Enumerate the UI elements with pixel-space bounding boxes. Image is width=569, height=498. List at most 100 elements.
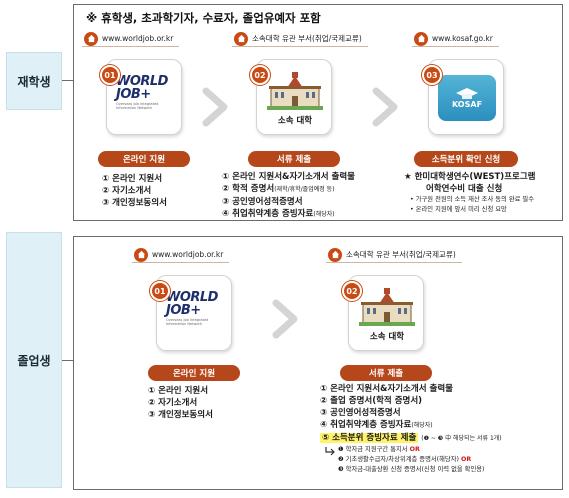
step-number: 03 bbox=[422, 65, 442, 85]
logo-line1: WORLD bbox=[166, 290, 218, 305]
sub-text: ❸ 학자금-대출상환 신청 증명서(신청 이력 없을 확인용) bbox=[338, 466, 485, 473]
doc-item: ③ 공인영어성적증명서 bbox=[222, 196, 355, 208]
doc-text: ③ 공인영어성적증명서 bbox=[222, 197, 303, 207]
step-pill-online-apply: 온라인 지원 bbox=[148, 365, 240, 381]
doc-note: (해당자) bbox=[313, 211, 335, 218]
logo-tagline: Overseas Job Integrated Information Netw… bbox=[166, 318, 209, 326]
home-icon bbox=[84, 31, 98, 46]
star-text: 어학연수비 대출 신청 bbox=[426, 184, 503, 194]
required-docs-list: ① 온라인 지원서 ② 자기소개서 ③ 개인정보동의서 bbox=[148, 385, 213, 421]
arrow-return-icon bbox=[325, 447, 335, 456]
dept-text: 소속대학 유관 부서(취업/국제교류) bbox=[252, 34, 362, 43]
doc-item: ④ 취업취약계층 증빙자료(해당자) bbox=[320, 419, 502, 432]
doc-text: ④ 취업취약계층 증빙자료 bbox=[320, 420, 412, 430]
doc-item: ① 온라인 지원서 bbox=[102, 174, 163, 184]
university-building-icon bbox=[267, 72, 323, 110]
worldjob-logo: WORLD JOB+ Overseas Job Integrated Infor… bbox=[166, 290, 226, 340]
sub-item: ❸ 학자금-대출상환 신청 증명서(신청 이력 없을 확인용) bbox=[320, 465, 502, 475]
or-label: OR bbox=[460, 456, 472, 463]
highlight-item: ⑤ 소득분위 증빙자료 제출 (❶ ~ ❸ 中 해당되는 서류 1개) bbox=[320, 432, 502, 445]
or-label: OR bbox=[409, 446, 420, 453]
chevron-right-icon bbox=[272, 299, 298, 339]
submit-docs-list: ① 온라인 지원서&자기소개서 출력물 ② 학적 증명서(재학/휴학/졸업예정 … bbox=[222, 171, 355, 221]
chevron-right-icon bbox=[372, 87, 398, 127]
doc-text: ① 온라인 지원서&자기소개서 출력물 bbox=[320, 384, 453, 394]
highlight-text: ⑤ 소득분위 증빙자료 제출 bbox=[320, 433, 419, 443]
step-pill-income-check: 소득분위 확인 신청 bbox=[414, 151, 518, 167]
university-building-icon bbox=[359, 288, 415, 326]
side-label-enrolled: 재학생 bbox=[6, 52, 62, 110]
income-info: ★ 한미대학생연수(WEST)프로그램 어학연수비 대출 신청 • 가구원 전원… bbox=[404, 171, 535, 215]
kosaf-logo: KOSAF bbox=[438, 75, 496, 121]
sub-text: ❶ 학자금 지원구간 통지서 bbox=[338, 446, 408, 453]
dept-label: 소속대학 유관 부서(취업/국제교류) bbox=[326, 247, 462, 263]
dept-label: 소속대학 유관 부서(취업/국제교류) bbox=[232, 31, 368, 47]
doc-item: ① 온라인 지원서 bbox=[148, 386, 209, 396]
university-label: 소속 대학 bbox=[277, 116, 313, 126]
site-link-worldjob[interactable]: www.worldjob.or.kr bbox=[82, 31, 180, 47]
connector-line bbox=[62, 360, 73, 361]
doc-text: ③ 공인영어성적증명서 bbox=[320, 408, 401, 418]
doc-text: ② 졸업 증명서(학적 증명서) bbox=[320, 396, 423, 406]
doc-note: (해당자) bbox=[411, 422, 433, 429]
doc-item: ① 온라인 지원서&자기소개서 출력물 bbox=[320, 383, 502, 395]
site-url: www.worldjob.or.kr bbox=[152, 250, 224, 259]
site-link-kosaf[interactable]: www.kosaf.go.kr bbox=[412, 31, 499, 47]
notice-text: ※ 휴학생, 초과학기자, 수료자, 졸업유예자 포함 bbox=[86, 11, 321, 25]
home-icon bbox=[234, 31, 248, 46]
doc-item: ④ 취업취약계층 증빙자료(해당자) bbox=[222, 208, 355, 221]
step-number: 01 bbox=[100, 65, 120, 85]
logo-line2: JOB+ bbox=[116, 87, 151, 102]
site-url: www.kosaf.go.kr bbox=[432, 34, 493, 43]
step-number: 02 bbox=[250, 65, 270, 85]
step-card-online: WORLD JOB+ Overseas Job Integrated Infor… bbox=[106, 59, 182, 135]
logo-tagline: Overseas Job Integrated Information Netw… bbox=[116, 102, 159, 110]
doc-item: ① 온라인 지원서&자기소개서 출력물 bbox=[222, 171, 355, 183]
doc-item: ② 자기소개서 bbox=[148, 398, 198, 408]
doc-note: (재학/휴학/졸업예정 등) bbox=[274, 186, 335, 193]
home-icon bbox=[414, 31, 428, 46]
side-label-text: 졸업생 bbox=[17, 353, 51, 368]
star-text: ★ 한미대학생연수(WEST)프로그램 bbox=[404, 172, 536, 182]
submit-docs-list: ① 온라인 지원서&자기소개서 출력물 ② 졸업 증명서(학적 증명서) ③ 공… bbox=[320, 383, 502, 475]
step-number: 01 bbox=[150, 281, 170, 301]
required-docs-list: ① 온라인 지원서 ② 자기소개서 ③ 개인정보동의서 bbox=[102, 173, 167, 209]
doc-text: ① 온라인 지원서&자기소개서 출력물 bbox=[222, 172, 355, 182]
step-card-income: KOSAF bbox=[428, 59, 504, 135]
chevron-right-icon bbox=[202, 87, 228, 127]
step-pill-submit-docs: 서류 제출 bbox=[340, 365, 432, 381]
step-pill-online-apply: 온라인 지원 bbox=[98, 151, 190, 167]
logo-line1: WORLD bbox=[116, 74, 168, 89]
university-label: 소속 대학 bbox=[369, 332, 405, 342]
bullet-note: • 가구원 전원의 소득 재산 조사 동의 완료 필수 bbox=[410, 196, 535, 203]
home-icon bbox=[134, 247, 148, 262]
doc-text: ② 학적 증명서 bbox=[222, 184, 275, 194]
doc-item: ② 자기소개서 bbox=[102, 186, 152, 196]
doc-text: ④ 취업취약계층 증빙자료 bbox=[222, 209, 314, 219]
step-pill-submit-docs: 서류 제출 bbox=[248, 151, 340, 167]
doc-item: ② 졸업 증명서(학적 증명서) bbox=[320, 395, 502, 407]
home-icon bbox=[328, 247, 342, 262]
graduation-cap-icon bbox=[456, 87, 478, 99]
panel-graduate: www.worldjob.or.kr WORLD JOB+ Overseas J… bbox=[73, 236, 563, 490]
side-label-graduate: 졸업생 bbox=[6, 232, 62, 488]
highlight-note: (❶ ~ ❸ 中 해당되는 서류 1개) bbox=[421, 435, 502, 442]
doc-item: ③ 공인영어성적증명서 bbox=[320, 407, 502, 419]
doc-item: ③ 개인정보동의서 bbox=[102, 198, 167, 208]
logo-line2: JOB+ bbox=[166, 303, 201, 318]
side-label-text: 재학생 bbox=[17, 74, 51, 89]
site-link-worldjob[interactable]: www.worldjob.or.kr bbox=[132, 247, 230, 263]
sub-item: ❶ 학자금 지원구간 통지서 OR bbox=[320, 445, 502, 456]
step-number: 02 bbox=[342, 281, 362, 301]
doc-item: ② 학적 증명서(재학/휴학/졸업예정 등) bbox=[222, 183, 355, 196]
dept-text: 소속대학 유관 부서(취업/국제교류) bbox=[346, 250, 456, 259]
sub-text: ❷ 기초생활수급자/차상위계층 증명서(해당자) bbox=[338, 456, 459, 463]
sub-item: ❷ 기초생활수급자/차상위계층 증명서(해당자) OR bbox=[320, 455, 502, 465]
kosaf-text: KOSAF bbox=[451, 99, 483, 109]
connector-line bbox=[62, 80, 73, 81]
site-url: www.worldjob.or.kr bbox=[102, 34, 174, 43]
bullet-note: • 온라인 지원에 앞서 미리 신청 요망 bbox=[410, 206, 507, 213]
panel-enrolled: ※ 휴학생, 초과학기자, 수료자, 졸업유예자 포함 www.worldjob… bbox=[73, 4, 563, 221]
doc-item: ③ 개인정보동의서 bbox=[148, 410, 213, 420]
worldjob-logo: WORLD JOB+ Overseas Job Integrated Infor… bbox=[116, 74, 176, 124]
